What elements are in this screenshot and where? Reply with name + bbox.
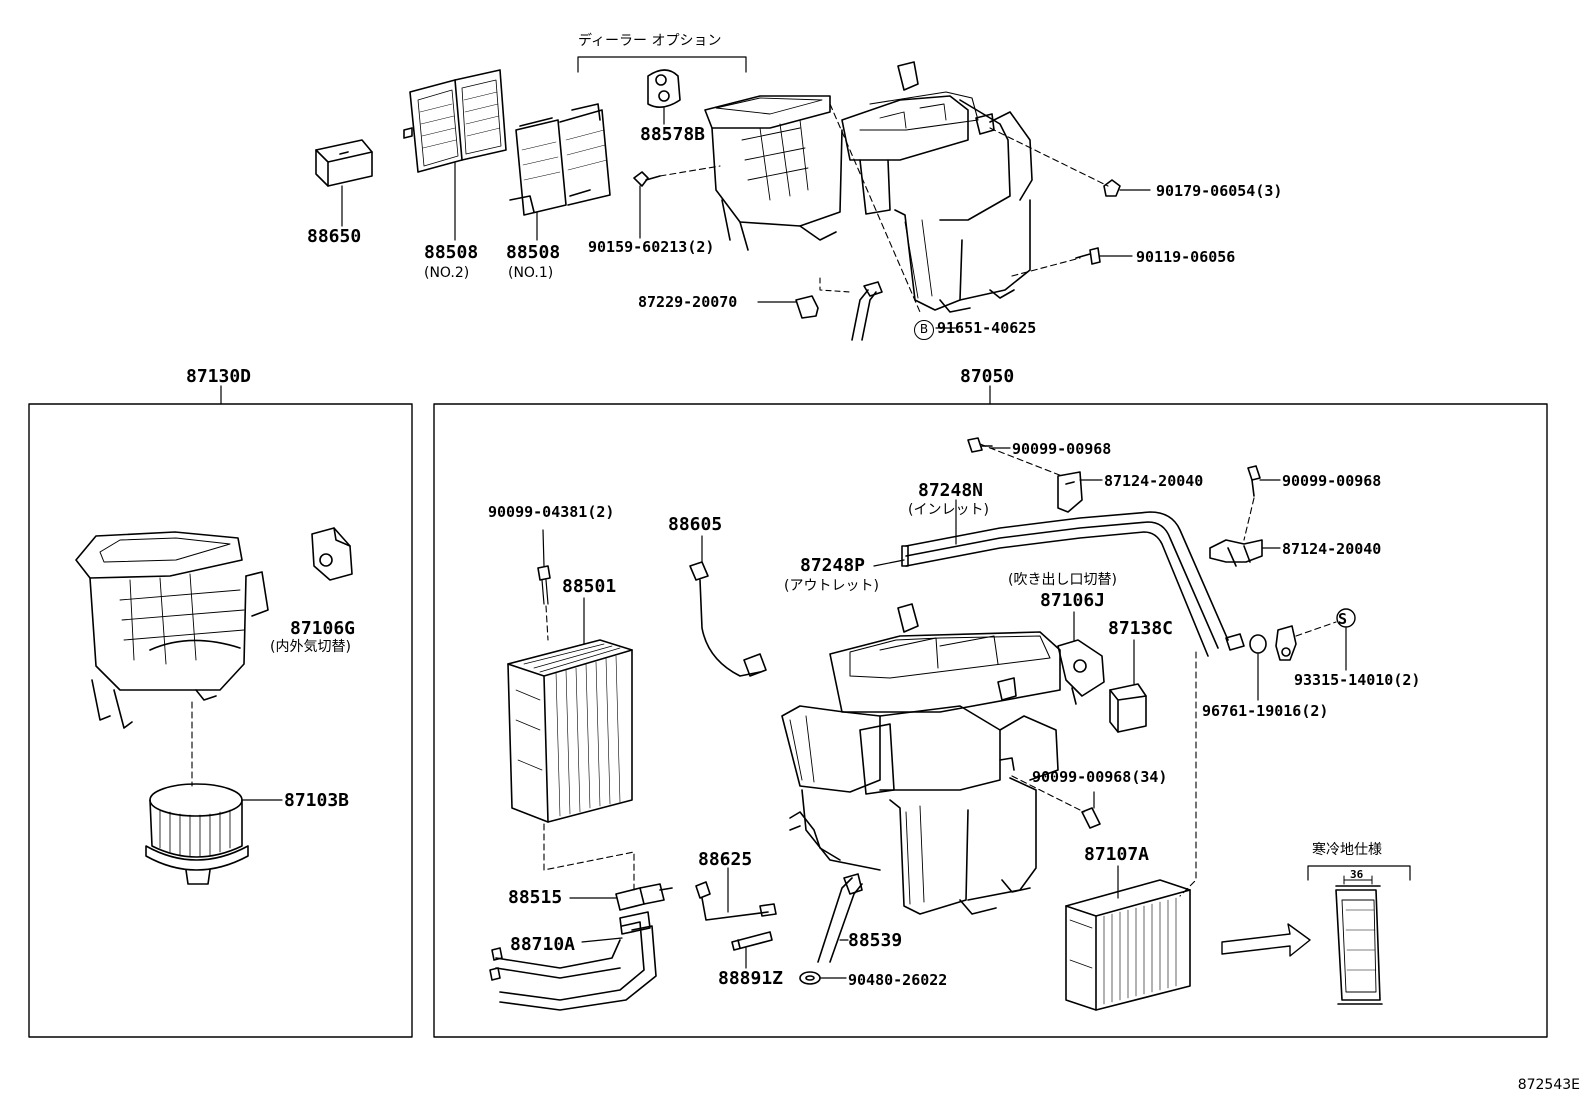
screw-90159-drawing — [633, 171, 661, 239]
cold-spec-bracket — [1307, 865, 1411, 881]
cold-region-note: 寒冷地仕様 — [1312, 842, 1382, 858]
part-90099-04381[interactable]: 90099-04381(2) — [488, 503, 615, 521]
part-87124-20040-a[interactable]: 87124-20040 — [1104, 472, 1204, 490]
bolt-90099-right-drawing — [1247, 465, 1261, 497]
motor-87138c-drawing — [1109, 683, 1147, 733]
part-88605[interactable]: 88605 — [668, 514, 723, 535]
part-90159-60213[interactable]: 90159-60213(2) — [588, 238, 715, 256]
blower-housing-drawing — [75, 531, 269, 729]
part-87248p[interactable]: 87248P — [800, 555, 866, 576]
part-88508-no1-sub: (NO.1) — [508, 265, 554, 281]
part-88891z[interactable]: 88891Z — [718, 968, 784, 989]
bracket-87124-a-drawing — [1057, 471, 1083, 513]
dim-36-line — [1343, 875, 1373, 885]
part-88578b[interactable]: 88578B — [640, 124, 706, 145]
group-label-87130d[interactable]: 87130D — [186, 366, 252, 387]
blower-fan-87103b-drawing — [145, 783, 249, 885]
part-88650[interactable]: 88650 — [307, 226, 362, 247]
part-88508-no2-sub: (NO.2) — [424, 265, 470, 281]
bracket-87124-b-drawing — [1209, 539, 1263, 567]
part-88625[interactable]: 88625 — [698, 849, 753, 870]
unit-group-box — [433, 403, 1548, 1038]
part-87103b[interactable]: 87103B — [284, 790, 350, 811]
b-mark: B — [914, 320, 934, 340]
part-91651-40625-number: 91651-40625 — [937, 319, 1037, 337]
group-label-87050[interactable]: 87050 — [960, 366, 1015, 387]
part-87229-20070[interactable]: 87229-20070 — [638, 293, 738, 311]
bolt-90099-top-drawing — [967, 437, 993, 453]
part-93315-14010[interactable]: 93315-14010(2) — [1294, 671, 1421, 689]
sensor-88605-drawing — [689, 561, 767, 677]
part-87248n[interactable]: 87248N — [918, 480, 984, 501]
pad-88578b-drawing — [647, 69, 681, 108]
pipes-87248-drawing — [901, 511, 1245, 657]
part-87248p-sub: (アウトレット) — [784, 578, 879, 594]
part-87138c[interactable]: 87138C — [1108, 618, 1174, 639]
filter-88508-no1-drawing — [509, 103, 611, 216]
part-90480-26022[interactable]: 90480-26022 — [848, 971, 948, 989]
part-88515[interactable]: 88515 — [508, 887, 563, 908]
s-mark-circle — [1336, 608, 1356, 628]
grommet-90480-drawing — [799, 971, 821, 985]
part-87248n-sub: (インレット) — [908, 502, 989, 518]
hose-88539-drawing — [817, 873, 863, 963]
part-90099-00968-34[interactable]: 90099-00968(34) — [1032, 768, 1168, 786]
sensor-87229-drawing — [757, 295, 819, 319]
part-87107a[interactable]: 87107A — [1084, 844, 1150, 865]
part-88508-no2[interactable]: 88508 — [424, 242, 479, 263]
bolt-90099-34-drawing — [1081, 791, 1101, 829]
part-87106g-sub: (内外気切替) — [270, 639, 351, 655]
part-96761-19016[interactable]: 96761-19016(2) — [1202, 702, 1329, 720]
part-87106j-note: (吹き出し口切替) — [1008, 572, 1117, 588]
evaporator-88501-drawing — [507, 639, 633, 823]
module-88650-drawing — [315, 139, 373, 187]
part-90099-00968-right[interactable]: 90099-00968 — [1282, 472, 1382, 490]
sensor-88625-drawing — [695, 881, 777, 921]
bolt-90119-drawing — [1075, 247, 1133, 265]
part-90119-06056[interactable]: 90119-06056 — [1136, 248, 1236, 266]
actuator-87106g-drawing — [311, 527, 353, 581]
s-mark: S — [1338, 610, 1348, 628]
clamp-93315-drawing — [1275, 625, 1297, 661]
filter-88508-no2-drawing — [403, 69, 507, 173]
bolt-90099-04381-drawing — [537, 529, 551, 605]
clamp-96761-drawing — [1249, 634, 1267, 654]
part-87106j[interactable]: 87106J — [1040, 590, 1106, 611]
cold-spec-part-drawing — [1335, 885, 1383, 1005]
part-87106g[interactable]: 87106G — [290, 618, 356, 639]
part-90099-00968-top[interactable]: 90099-00968 — [1012, 440, 1112, 458]
heater-core-87107a-drawing — [1065, 879, 1191, 1011]
dealer-option-note: ディーラー オプション — [578, 33, 722, 49]
part-87124-20040-b[interactable]: 87124-20040 — [1282, 540, 1382, 558]
part-88508-no1[interactable]: 88508 — [506, 242, 561, 263]
valve-88515-drawing — [615, 883, 673, 911]
dimension-36: 36 — [1350, 868, 1364, 881]
blower-group-box — [28, 403, 413, 1038]
arrow-drawing — [1221, 923, 1311, 957]
main-hvac-housing-drawing — [781, 603, 1061, 915]
actuator-87106j-drawing — [1057, 639, 1105, 705]
part-88710a[interactable]: 88710A — [510, 934, 576, 955]
part-90179-06054[interactable]: 90179-06054(3) — [1156, 182, 1283, 200]
part-88501[interactable]: 88501 — [562, 576, 617, 597]
clip-88891z-drawing — [731, 931, 773, 951]
tubes-88710a-drawing — [489, 911, 657, 1011]
diagram-code: 872543E — [1517, 1077, 1580, 1093]
clip-90179-drawing — [1103, 179, 1151, 197]
part-88539[interactable]: 88539 — [848, 930, 903, 951]
top-hvac-assembly-drawing — [704, 61, 1033, 313]
hose-drawing-top — [851, 281, 883, 341]
dealer-option-bracket — [577, 56, 747, 73]
